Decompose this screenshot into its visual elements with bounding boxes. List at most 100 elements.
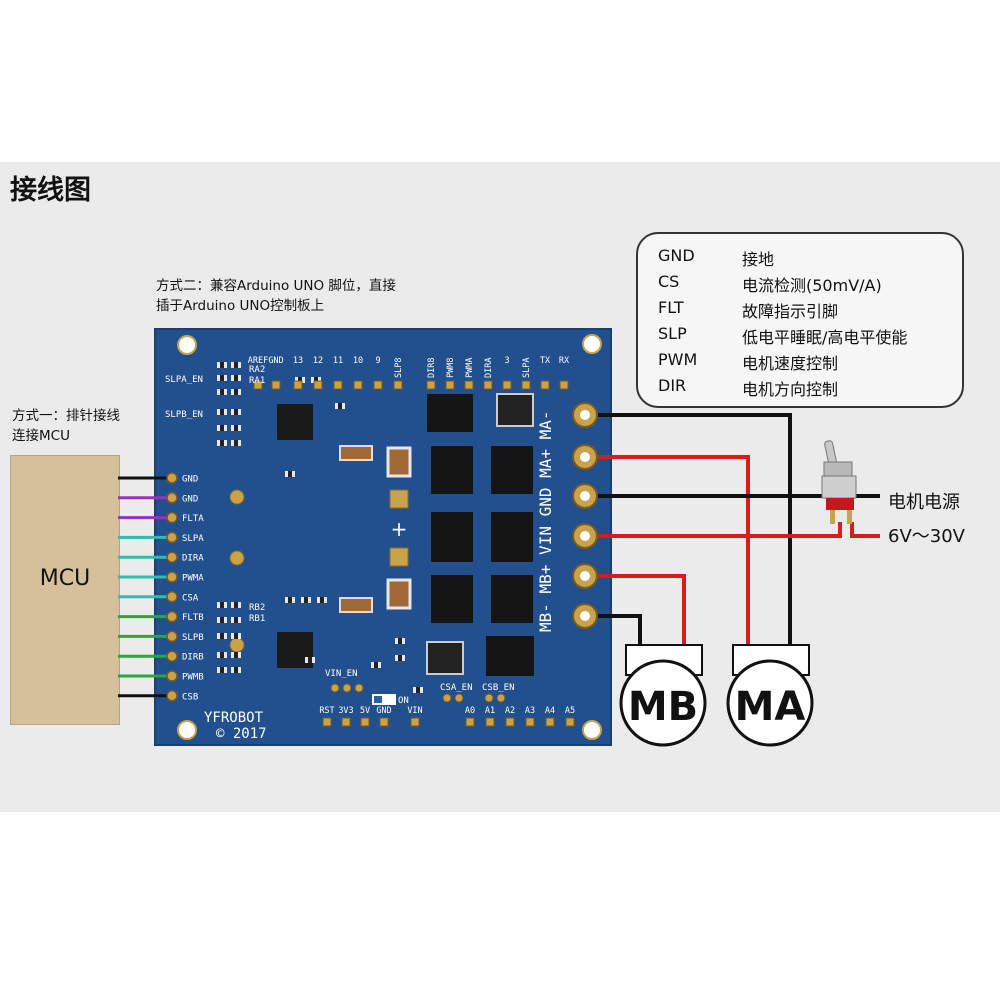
legend-abbr: DIR bbox=[658, 376, 687, 395]
top-header-pad bbox=[333, 380, 343, 390]
jumper-label-slpb-en: SLPB_EN bbox=[165, 410, 203, 420]
smd-resistor-body bbox=[234, 425, 238, 431]
jumper-label-csa-en: CSA_EN bbox=[440, 683, 473, 693]
smd-resistor-body bbox=[234, 375, 238, 381]
terminal-label: MB- MB+ VIN GND MA+ MA- bbox=[536, 410, 555, 632]
wire-mb-minus bbox=[590, 614, 642, 650]
bottom-header-pad bbox=[465, 717, 475, 727]
smd-resistor-body bbox=[220, 425, 224, 431]
bottom-header-label: A1 bbox=[485, 706, 495, 716]
mount-hole bbox=[582, 720, 602, 740]
legend-abbr: GND bbox=[658, 246, 695, 265]
pin-legend-box: GND 接地 CS 电流检测(50mV/A) FLT 故障指示引脚 SLP 低电… bbox=[636, 232, 964, 408]
top-header-label: SLPA bbox=[522, 358, 532, 378]
method-two-line-2: 插于Arduino UNO控制板上 bbox=[156, 298, 325, 314]
mount-hole bbox=[229, 550, 245, 566]
bottom-header-pad bbox=[525, 717, 535, 727]
bottom-header-pad bbox=[379, 717, 389, 727]
switch-label-on: ON bbox=[398, 696, 409, 706]
top-header-pad bbox=[521, 380, 531, 390]
legend-desc: 接地 bbox=[742, 250, 775, 269]
smd-resistor-body bbox=[304, 597, 308, 603]
wire-mb-plus bbox=[590, 574, 686, 650]
smd-resistor-body bbox=[398, 655, 402, 661]
header-pin bbox=[166, 650, 178, 662]
jumper-label-csb-en: CSB_EN bbox=[482, 683, 515, 693]
bottom-header-pad bbox=[485, 717, 495, 727]
capacitor bbox=[496, 393, 534, 427]
smd-resistor-body bbox=[288, 597, 292, 603]
motor-ma-body bbox=[726, 659, 814, 747]
bottom-header-pads bbox=[322, 683, 575, 727]
smd-resistor-body bbox=[220, 375, 224, 381]
bottom-header-label: 5V bbox=[360, 706, 370, 716]
header-pin bbox=[166, 551, 178, 563]
header-pin-label: FLTA bbox=[182, 514, 204, 524]
bottom-header-label: A3 bbox=[525, 706, 535, 716]
smd-resistor-body bbox=[314, 377, 318, 383]
top-header-pad bbox=[445, 380, 455, 390]
jumper-label-vin-en: VIN_EN bbox=[325, 669, 358, 679]
smd-resistor-body bbox=[220, 440, 224, 446]
top-header-label: AREF bbox=[248, 356, 268, 366]
top-header-pad bbox=[373, 380, 383, 390]
power-label: 电机电源 bbox=[888, 492, 960, 513]
mosfet-chip bbox=[431, 446, 473, 494]
jumper-pad bbox=[484, 693, 494, 703]
motor-ma-label: MA bbox=[735, 684, 806, 730]
smd-resistor-body bbox=[234, 409, 238, 415]
header-pin bbox=[166, 630, 178, 643]
bottom-header-label: RST bbox=[319, 706, 334, 716]
jumper-label-slpa-en: SLPA_EN bbox=[165, 375, 203, 385]
jumper-pad bbox=[442, 693, 452, 703]
top-header-label: 10 bbox=[353, 356, 363, 366]
top-header-label: 3 bbox=[504, 356, 509, 366]
mosfet-chip bbox=[427, 394, 473, 432]
switch-nut bbox=[823, 461, 853, 477]
legend-desc: 电流检测(50mV/A) bbox=[742, 276, 882, 295]
resistor-label-ra1: RA1 bbox=[249, 376, 265, 386]
legend-abbr: FLT bbox=[658, 298, 684, 317]
terminal-hole bbox=[580, 531, 590, 541]
top-header-pad bbox=[540, 380, 550, 390]
top-header-label: DIRA bbox=[484, 358, 494, 378]
mcu-label: MCU bbox=[39, 566, 91, 591]
mosfet-chip bbox=[431, 512, 473, 562]
header-pin bbox=[166, 690, 178, 702]
mcu-block: MCU bbox=[10, 455, 120, 725]
smd-resistor-body bbox=[374, 662, 378, 668]
header-pin-label: FLTB bbox=[182, 613, 204, 623]
top-header-label: 12 bbox=[313, 356, 323, 366]
top-header-label: 9 bbox=[375, 356, 380, 366]
motor-mb-body bbox=[619, 659, 707, 747]
toggle-switch bbox=[821, 440, 857, 524]
legend-desc: 故障指示引脚 bbox=[742, 302, 839, 321]
power-pad bbox=[389, 489, 409, 509]
bottom-header-pad bbox=[505, 717, 515, 727]
plus-sign: + bbox=[391, 517, 408, 541]
motor-terminal-pads bbox=[572, 402, 598, 629]
top-header-pad bbox=[271, 380, 281, 390]
header-pin bbox=[166, 670, 178, 682]
smd-resistor-body bbox=[220, 362, 224, 368]
smd-resistor-body bbox=[234, 667, 238, 673]
mosfet-chip bbox=[486, 636, 534, 676]
mount-hole bbox=[177, 335, 197, 355]
switch-body bbox=[821, 475, 857, 499]
header-pin-label: SLPA bbox=[182, 534, 204, 544]
header-pin-label: CSA bbox=[182, 593, 199, 603]
jumper-pad bbox=[342, 683, 352, 693]
smd-resistor-body bbox=[298, 377, 302, 383]
legend-abbr: PWM bbox=[658, 350, 698, 369]
jumper-pad bbox=[454, 693, 464, 703]
smd-resistor-body bbox=[220, 409, 224, 415]
smd-resistor-body bbox=[220, 667, 224, 673]
jumper-pad bbox=[354, 683, 364, 693]
header-pin-label: DIRA bbox=[182, 554, 204, 564]
top-header-pad bbox=[426, 380, 436, 390]
year-label: © 2017 bbox=[216, 726, 267, 742]
top-header-label: PWMA bbox=[465, 358, 475, 378]
bottom-header-label: GND bbox=[376, 706, 391, 716]
smd-resistor-body bbox=[220, 633, 224, 639]
